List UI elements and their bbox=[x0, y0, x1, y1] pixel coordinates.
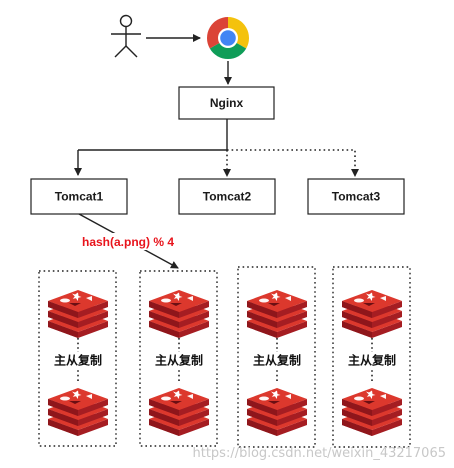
redis-slave-icon bbox=[342, 388, 402, 436]
redis-group-1: 主从复制 bbox=[38, 270, 117, 447]
redis-group-2: 主从复制 bbox=[139, 270, 218, 447]
redis-master-icon bbox=[342, 290, 402, 338]
tomcat2-node: Tomcat2 bbox=[178, 178, 276, 215]
tomcat3-label: Tomcat3 bbox=[332, 190, 381, 204]
redis-group-3: 主从复制 bbox=[237, 266, 316, 448]
redis-slave-icon bbox=[247, 388, 307, 436]
tomcat1-label: Tomcat1 bbox=[55, 190, 104, 204]
hash-rule-label: hash(a.png) % 4 bbox=[82, 235, 174, 249]
replication-label: 主从复制 bbox=[253, 353, 301, 368]
replication-label: 主从复制 bbox=[54, 353, 102, 368]
redis-master-icon bbox=[48, 290, 108, 338]
nginx-node: Nginx bbox=[178, 86, 275, 120]
replication-label: 主从复制 bbox=[155, 353, 203, 368]
tomcat2-label: Tomcat2 bbox=[203, 190, 252, 204]
nginx-label: Nginx bbox=[210, 96, 244, 110]
redis-slave-icon bbox=[48, 388, 108, 436]
hash-label-background bbox=[75, 233, 181, 250]
redis-slave-icon bbox=[149, 388, 209, 436]
redis-master-icon bbox=[149, 290, 209, 338]
watermark: https://blog.csdn.net/weixin_43217065 bbox=[192, 446, 446, 461]
tomcat3-node: Tomcat3 bbox=[307, 178, 405, 215]
user-icon bbox=[111, 14, 141, 58]
redis-group-4: 主从复制 bbox=[332, 266, 411, 448]
chrome-icon bbox=[206, 17, 250, 60]
replication-label: 主从复制 bbox=[348, 353, 396, 368]
tomcat1-node: Tomcat1 bbox=[30, 178, 128, 215]
redis-master-icon bbox=[247, 290, 307, 338]
nginx-to-tomcat3-branch bbox=[227, 149, 359, 177]
